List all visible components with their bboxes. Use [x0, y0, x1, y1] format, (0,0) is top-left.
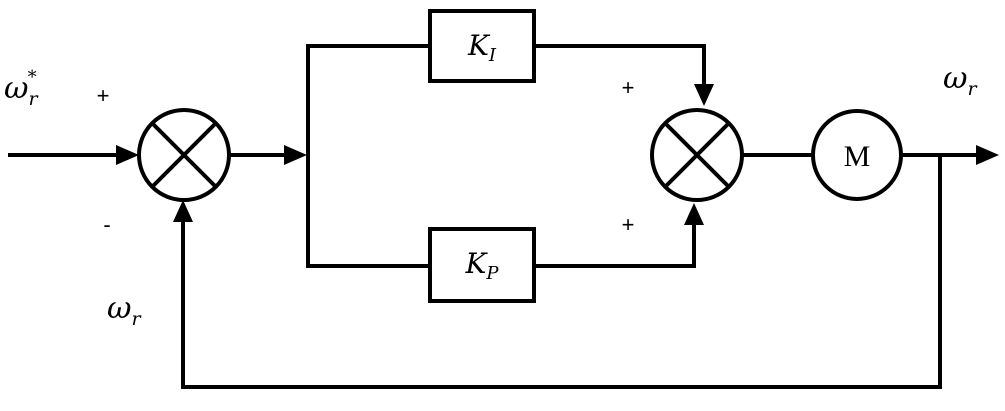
feedback-signal-label: ωr	[107, 291, 142, 330]
integral-gain-block: KI	[428, 9, 536, 83]
feedback-line	[181, 155, 942, 389]
junction1-minus-sign: -	[103, 212, 110, 237]
summing-junction-2	[650, 108, 744, 202]
ki-base-text: K	[467, 29, 491, 62]
summing-junction-1	[137, 108, 231, 202]
motor-label: M	[844, 140, 871, 173]
kp-sub-text: P	[485, 263, 499, 284]
input-signal-label: ωr*	[4, 67, 39, 110]
junction1-plus-sign: +	[97, 83, 110, 108]
feedback-arrowhead	[173, 200, 193, 222]
junction2-top-arrowhead	[694, 84, 714, 106]
junction2-bottom-plus-sign: +	[622, 212, 635, 237]
ki-sub-text: I	[488, 45, 497, 66]
junction2-bottom-arrowhead	[684, 203, 704, 225]
junction2-top-plus-sign: +	[622, 75, 635, 100]
proportional-gain-block: KP	[428, 227, 536, 303]
output-signal-label: ωr	[943, 61, 978, 100]
svg-text:KP: KP	[464, 247, 499, 284]
motor-block: M	[811, 109, 903, 201]
branch-arrowhead	[284, 145, 307, 165]
kp-to-junction2-line	[534, 215, 696, 268]
input-arrowhead	[116, 145, 139, 165]
kp-base-text: K	[464, 247, 488, 280]
svg-text:KI: KI	[467, 29, 497, 66]
ki-to-junction2-line	[534, 44, 706, 92]
output-arrowhead	[976, 145, 999, 165]
